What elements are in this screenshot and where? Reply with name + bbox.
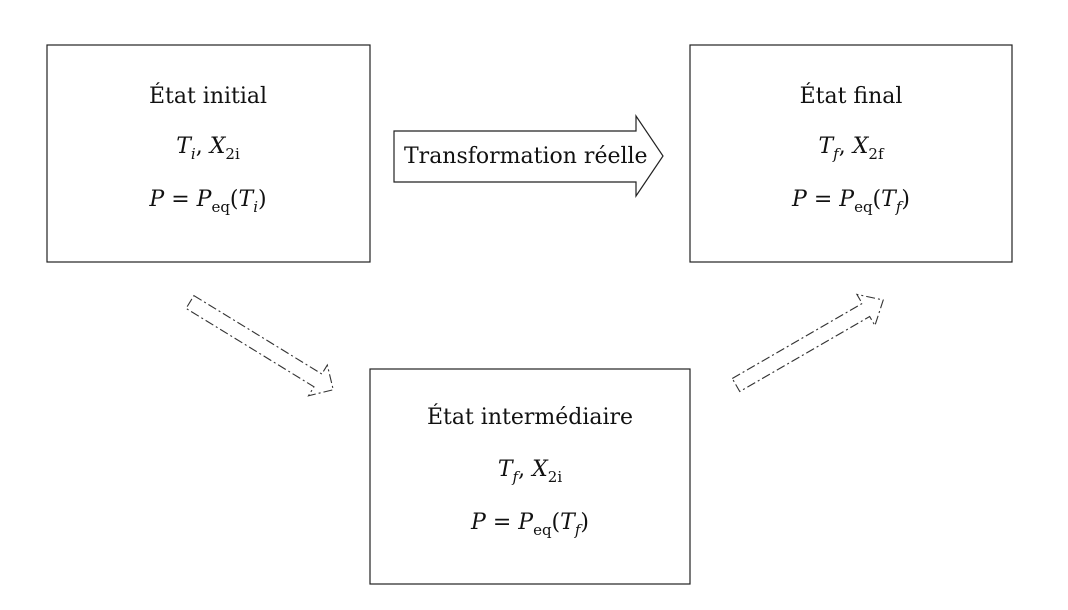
state-initial-pressure: P = Peq(Ti) xyxy=(148,187,266,216)
state-box-intermediate: État intermédiaire Tf, X2i P = Peq(Tf) xyxy=(369,368,691,585)
state-intermediate-title: État intermédiaire xyxy=(427,403,633,430)
sub-2i: 2i xyxy=(225,145,240,163)
arrow-real-transformation: Transformation réelle xyxy=(393,114,664,198)
arrow-initial-to-intermediate-shape xyxy=(185,294,334,397)
state-box-initial: État initial Ti, X2i P = Peq(Ti) xyxy=(46,44,371,263)
state-final-variables: Tf, X2f xyxy=(818,134,884,163)
state-box-intermediate-frame xyxy=(369,368,691,585)
state-final-title: État final xyxy=(800,82,903,109)
state-initial-variables: Ti, X2i xyxy=(176,134,240,163)
arrow-real-transformation-shape xyxy=(393,114,664,198)
state-intermediate-variables: Tf, X2i xyxy=(498,457,562,486)
arrow-real-transformation-label: Transformation réelle xyxy=(404,144,648,169)
state-final-pressure: P = Peq(Tf) xyxy=(791,187,910,216)
arrow-intermediate-to-final-shape xyxy=(731,293,884,393)
state-intermediate-pressure: P = Peq(Tf) xyxy=(470,510,589,539)
state-box-final-frame xyxy=(689,44,1013,263)
arrow-intermediate-to-final xyxy=(731,293,884,393)
state-box-initial-frame xyxy=(46,44,371,263)
state-initial-title: État initial xyxy=(149,82,267,109)
arrow-initial-to-intermediate xyxy=(185,294,334,397)
state-box-final: État final Tf, X2f P = Peq(Tf) xyxy=(689,44,1013,263)
